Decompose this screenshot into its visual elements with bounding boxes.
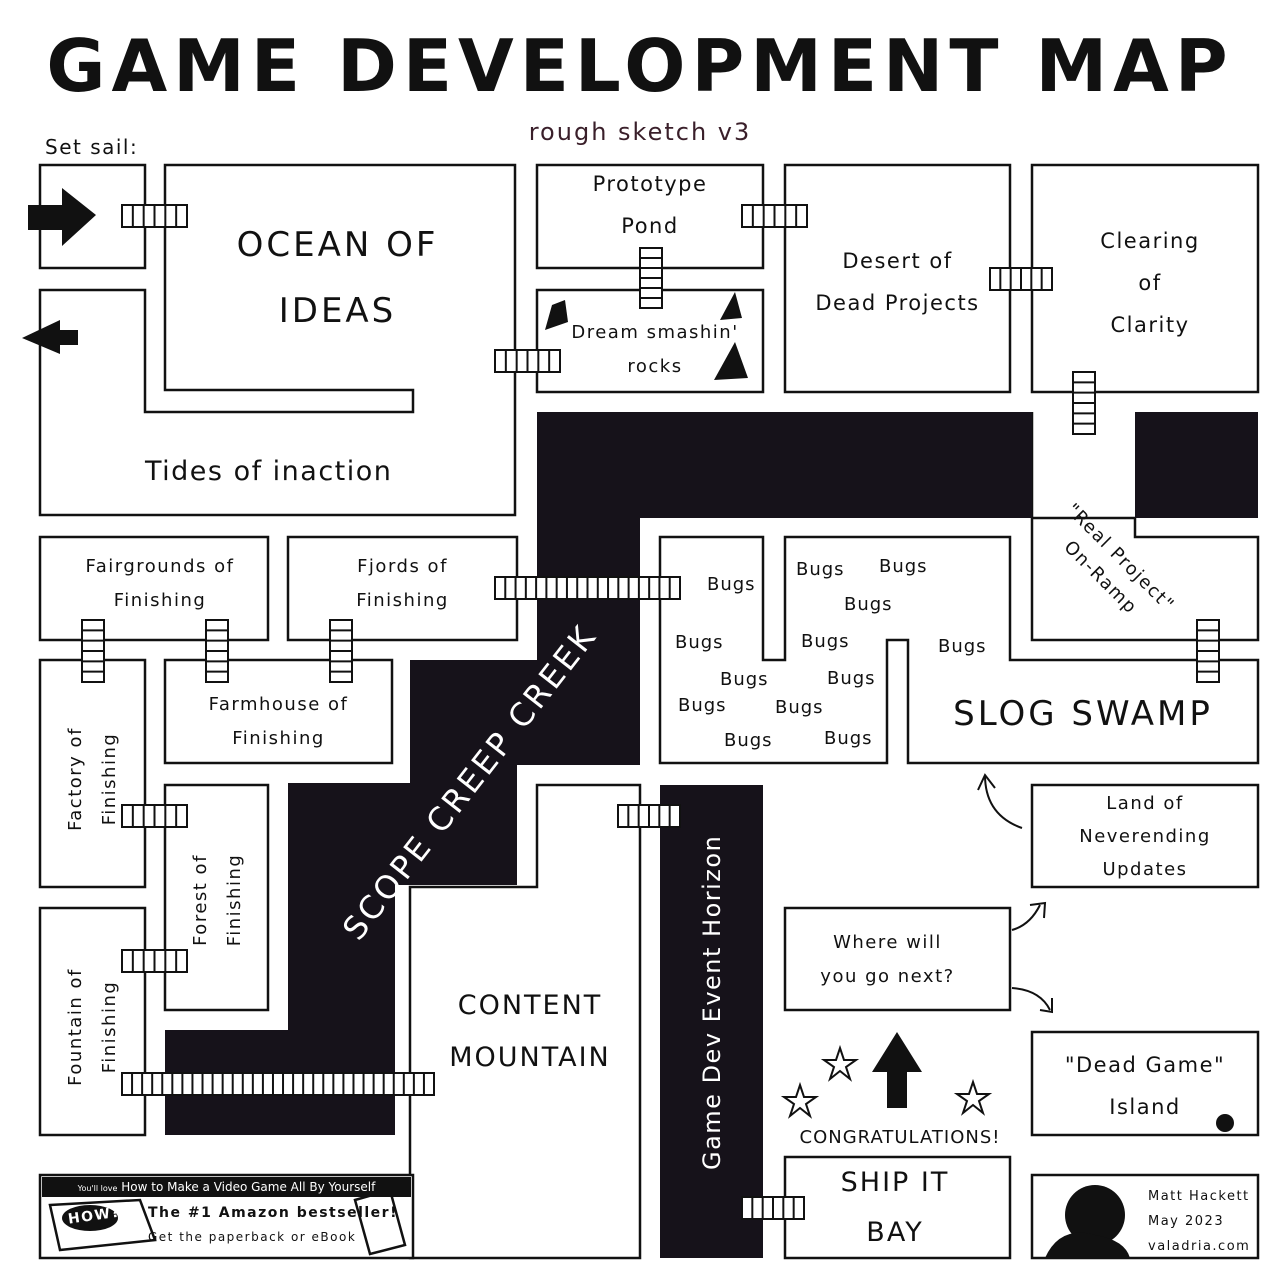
bug-label: Bugs [675,632,724,653]
bug-label: Bugs [879,556,928,577]
bugs-swamp-outline [658,535,1260,765]
bug-label: Bugs [720,669,769,690]
fairgrounds-box [38,535,270,642]
skull-icon [1216,1114,1234,1132]
bug-label: Bugs [844,594,893,615]
curved-arrow-icon [1011,987,1053,1014]
start-arrow-icon [28,188,96,246]
event-horizon-label: Game Dev Event Horizon [698,834,726,1170]
rock-icon [714,342,748,380]
curved-arrow-icon [977,773,1023,829]
bridges [81,204,1220,1220]
page-title: GAME DEVELOPMENT MAP [46,24,1234,108]
farmhouse-box [163,658,394,765]
bug-label: Bugs [824,728,873,749]
bug-label: Bugs [724,730,773,751]
star-icon [820,1044,860,1082]
star-icon [780,1081,820,1119]
updates-box [1030,783,1260,889]
tides-label: Tides of inaction [145,456,393,487]
congratulations-label: CONGRATULATIONS! [799,1127,1001,1148]
rivers [165,412,1258,1258]
credits-site: valadria.com [1148,1239,1251,1254]
slog-swamp-label: SLOG SWAMP [953,694,1213,734]
ramp-dark-water [1135,412,1258,518]
bug-label: Bugs [938,636,987,657]
bug-label: Bugs [775,697,824,718]
book-badge [62,1205,118,1231]
bug-label: Bugs [678,695,727,716]
up-arrow-icon [872,1032,922,1108]
bug-label: Bugs [801,631,850,652]
credits-author: Matt Hackett [1148,1189,1250,1204]
event-horizon [660,785,763,1258]
stars-and-arrows [780,773,1053,1119]
factory-box [38,658,147,889]
ad-lead: You'll love [77,1184,118,1193]
back-arrow-icon [22,320,78,354]
bug-label: Bugs [707,574,756,595]
star-icon [953,1078,993,1116]
desert-box [783,163,1012,394]
icons [22,188,1234,1258]
bridge [121,1072,435,1096]
next-box [783,906,1012,1012]
fountain-box [38,906,147,1137]
bug-label: Bugs [796,559,845,580]
set-sail-label: Set sail: [45,135,139,159]
book-icon [48,1198,157,1252]
ocean-tides-outline [38,163,517,517]
rock-icon [720,292,742,320]
ad-banner[interactable]: You'll love How to Make a Video Game All… [42,1177,411,1197]
ad-cta[interactable]: Get the paperback or eBook [148,1230,357,1244]
ad-tagline: The #1 Amazon bestseller! [148,1205,398,1221]
avatar-head [1065,1185,1125,1245]
rock-icon [545,300,568,330]
page-subtitle: rough sketch v3 [528,118,752,146]
dead-game-label: "Dead Game"Island [1064,1053,1226,1119]
avatar-body [1045,1232,1130,1258]
ad-book-title: How to Make a Video Game All By Yourself [121,1180,376,1194]
curved-arrow-icon [1011,901,1047,931]
credits-date: May 2023 [1148,1214,1225,1229]
bug-label: Bugs [827,668,876,689]
rocks-label: Dream smashin'rocks [571,322,739,377]
ship-it-box [783,1155,1012,1260]
scope-creep-creek [165,412,1032,1135]
